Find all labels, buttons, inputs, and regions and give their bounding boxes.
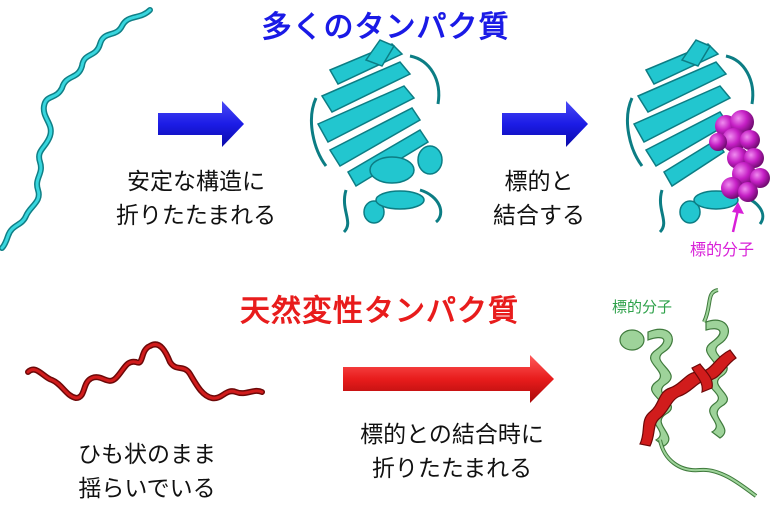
target-ligand-spheres xyxy=(709,110,770,202)
bound-idp-helix xyxy=(639,349,737,447)
target-molecule-label-bottom: 標的分子 xyxy=(612,298,673,316)
target-idp-complex xyxy=(619,288,758,498)
folding-arrow xyxy=(158,101,244,147)
folding-caption-line-2: 折りたたまれる xyxy=(115,203,277,229)
coupled-folding-caption-line-1: 標的との結合時に xyxy=(360,422,544,448)
target-molecule-label-top: 標的分子 xyxy=(690,240,755,259)
disordered-protein-chain xyxy=(25,341,265,402)
coupled-folding-caption: 標的との結合時に 折りたたまれる xyxy=(342,418,562,486)
coupled-folding-caption-line-2: 折りたたまれる xyxy=(371,456,533,482)
disordered-caption-line-2: 揺らいでいる xyxy=(78,476,216,502)
protein-target-complex xyxy=(625,39,770,234)
folding-caption-line-1: 安定な構造に xyxy=(127,169,265,195)
target-pointer-arrow xyxy=(731,202,744,233)
binding-caption-line-2: 結合する xyxy=(493,203,585,229)
coupled-folding-arrow xyxy=(343,355,554,403)
idp-heading: 天然変性タンパク質 xyxy=(240,294,519,329)
unfolded-protein-chain xyxy=(0,7,153,251)
folding-caption: 安定な構造に 折りたたまれる xyxy=(108,165,284,233)
folded-protein xyxy=(309,39,443,234)
binding-caption: 標的と 結合する xyxy=(484,165,594,233)
disordered-caption-line-1: ひも状のまま xyxy=(78,442,216,468)
binding-arrow xyxy=(502,101,588,147)
disordered-caption: ひも状のまま 揺らいでいる xyxy=(58,438,236,506)
ordered-protein-heading: 多くのタンパク質 xyxy=(261,10,510,45)
binding-caption-line-1: 標的と xyxy=(504,169,574,195)
